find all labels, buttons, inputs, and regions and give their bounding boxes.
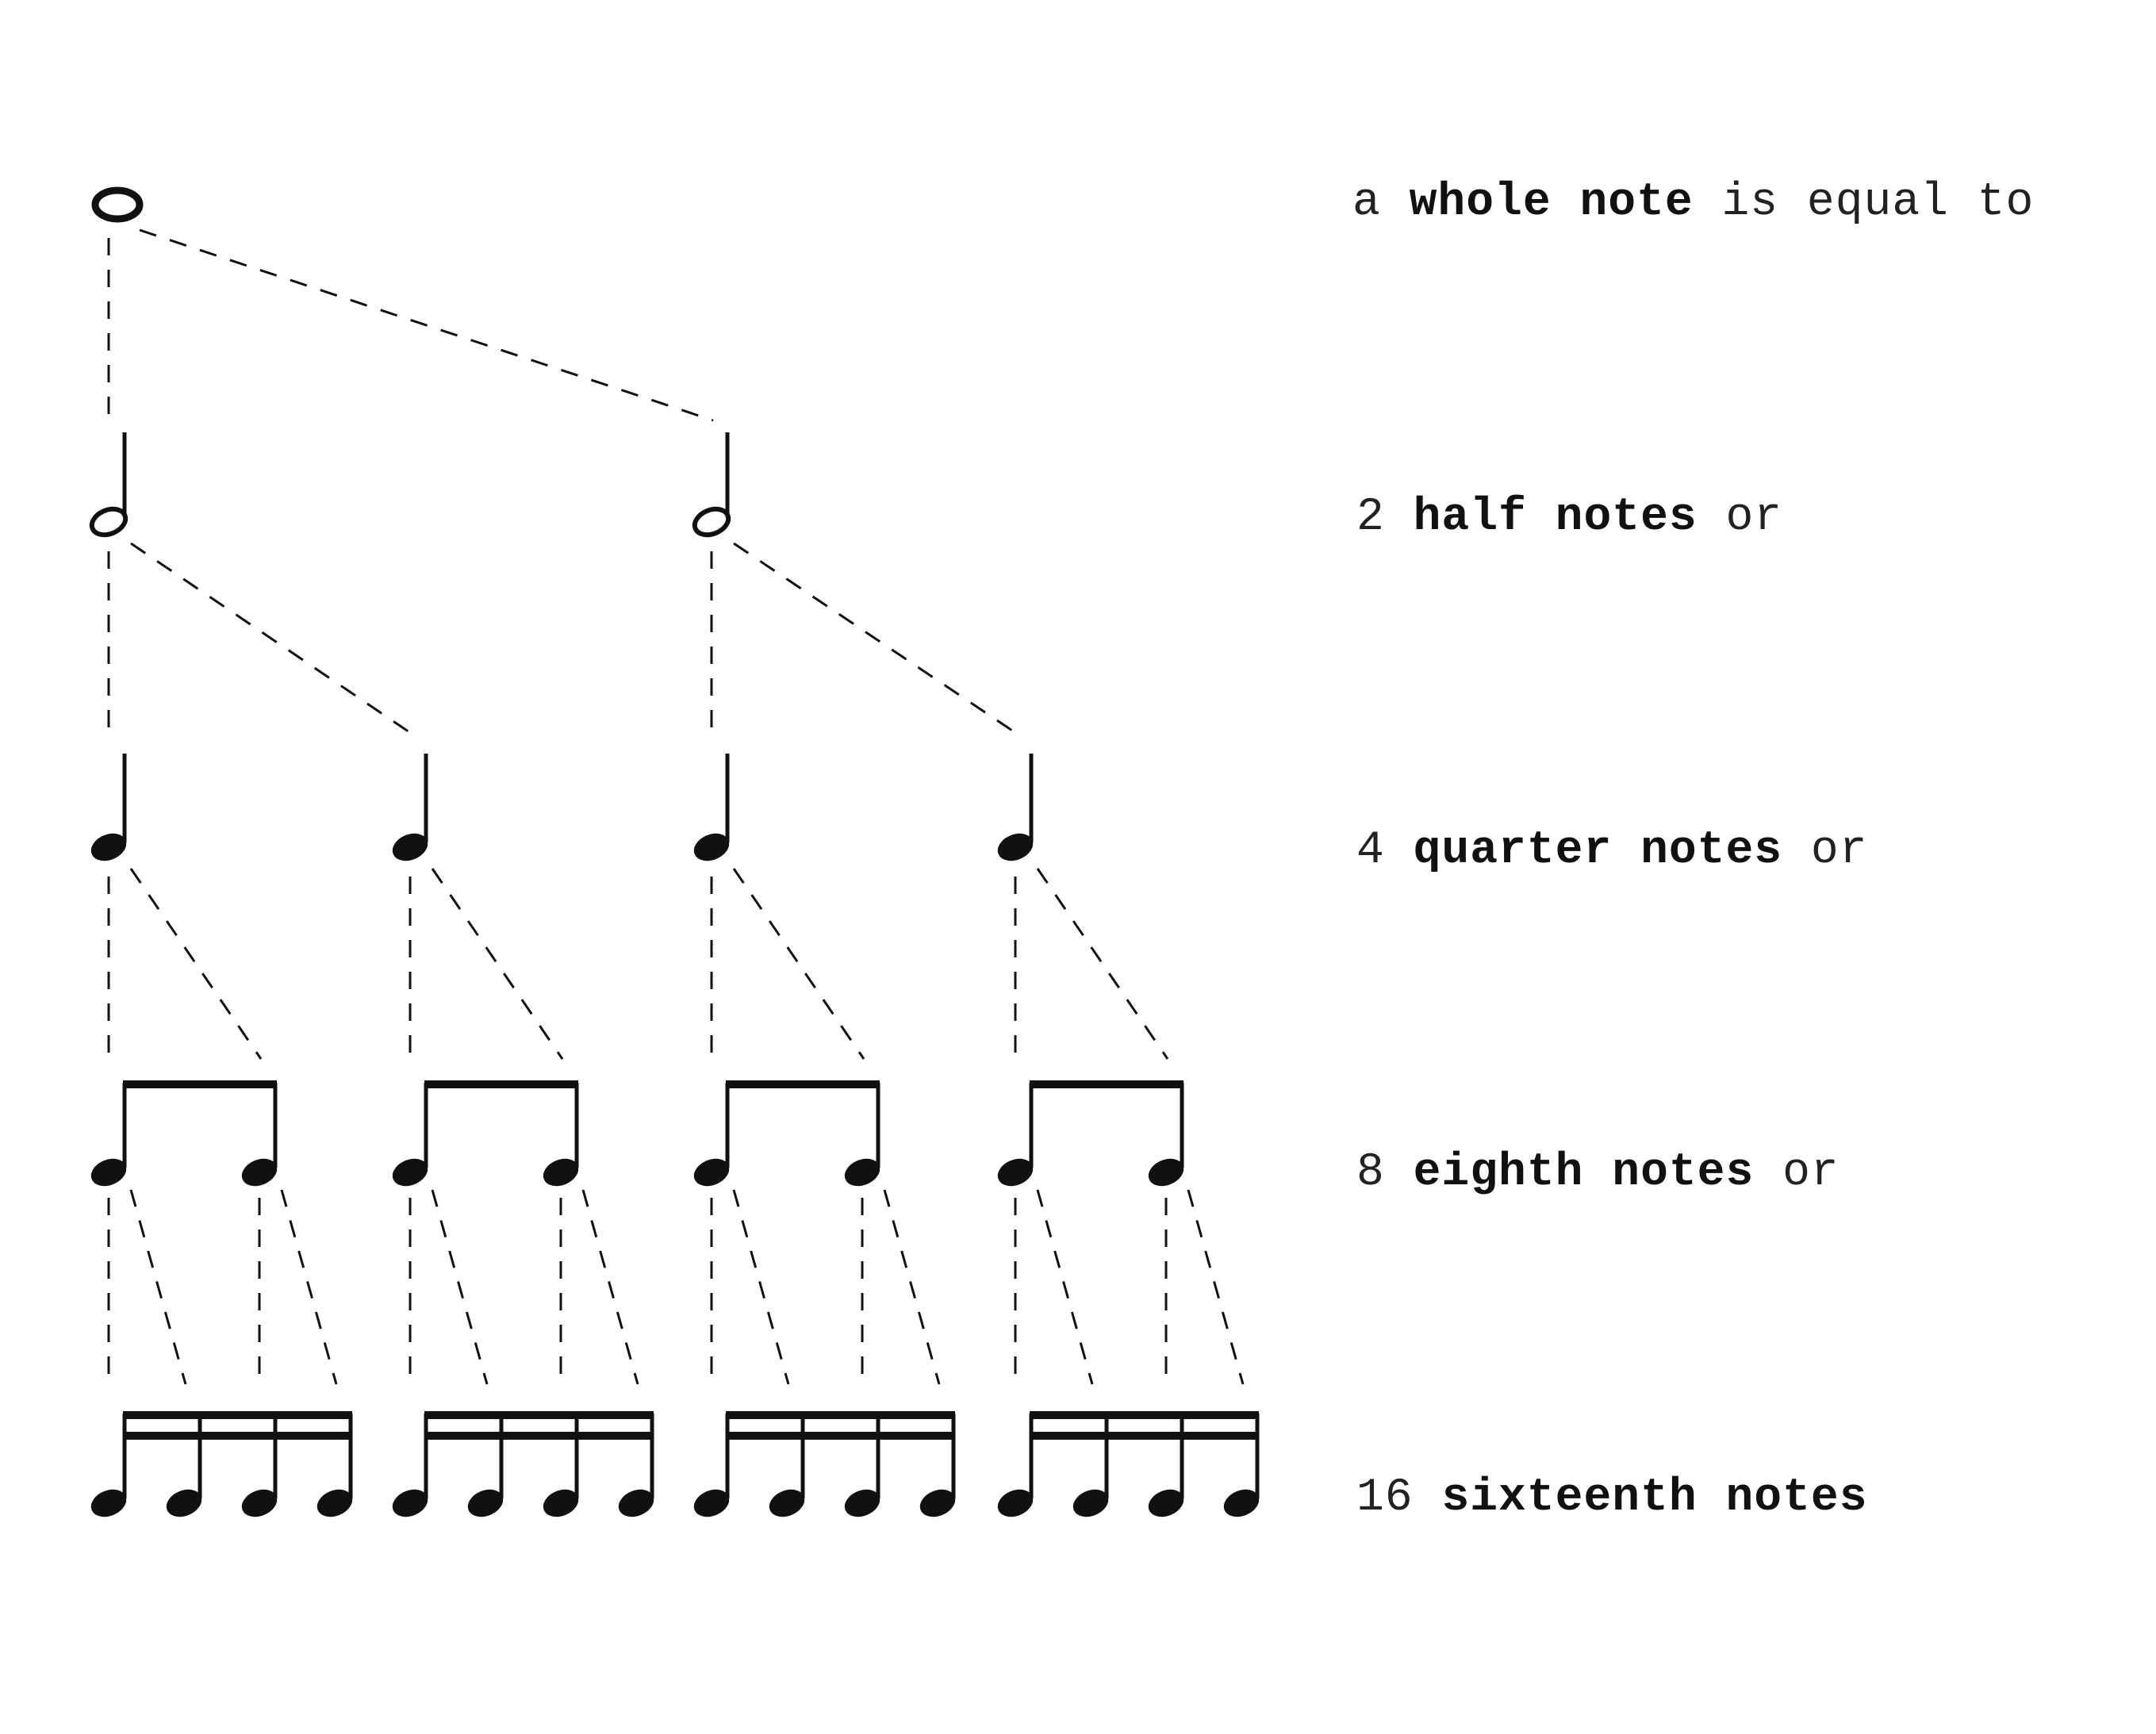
dashed-connector xyxy=(732,1189,790,1385)
note-glyphs xyxy=(89,186,1260,1517)
whole-note-icon xyxy=(91,186,144,223)
dashed-connector xyxy=(280,1189,338,1385)
eighth-beam xyxy=(424,1080,578,1088)
eighth-beam xyxy=(1030,1080,1183,1088)
label-note-name: sixteenth notes xyxy=(1441,1472,1868,1524)
sixteenth-beam xyxy=(123,1411,352,1419)
dashed-connector xyxy=(431,1189,489,1385)
dashed-connector xyxy=(883,1189,941,1385)
eighth-beam xyxy=(123,1080,277,1088)
label-suffix: is equal to xyxy=(1721,177,2035,228)
label-note-name: half notes xyxy=(1413,492,1698,543)
label-eighth-notes: 8 eighth notes or xyxy=(1356,1150,1840,1196)
sixteenth-beam xyxy=(123,1432,352,1440)
label-count: a xyxy=(1352,177,1381,228)
label-note-name: eighth notes xyxy=(1413,1147,1755,1199)
sixteenth-beam xyxy=(726,1411,955,1419)
sixteenth-beam xyxy=(726,1432,955,1440)
dashed-connector xyxy=(1036,1189,1094,1385)
dashed-connector xyxy=(139,228,714,422)
dashed-connector xyxy=(431,868,564,1060)
label-count: 2 xyxy=(1356,492,1385,543)
sixteenth-beam xyxy=(424,1411,654,1419)
dashed-connector xyxy=(129,1189,187,1385)
label-count: 16 xyxy=(1356,1472,1414,1524)
label-suffix: or xyxy=(1782,1147,1840,1199)
label-suffix: or xyxy=(1725,492,1783,543)
dashed-connector xyxy=(733,542,1018,735)
dashed-connector xyxy=(129,868,263,1060)
label-whole-note: a whole note is equal to xyxy=(1352,180,2034,226)
label-sixteenth-notes: 16 sixteenth notes xyxy=(1356,1475,1868,1521)
dashed-connectors xyxy=(107,228,1245,1385)
dashed-connector xyxy=(581,1189,639,1385)
dashed-connector xyxy=(1187,1189,1245,1385)
label-note-name: quarter notes xyxy=(1413,825,1783,877)
sixteenth-beam xyxy=(1030,1432,1259,1440)
sixteenth-beam xyxy=(1030,1411,1259,1419)
label-note-name: whole note xyxy=(1409,177,1694,228)
label-suffix: or xyxy=(1810,825,1868,877)
dashed-connector xyxy=(732,868,865,1060)
label-count: 8 xyxy=(1356,1147,1385,1199)
dashed-connector xyxy=(1036,868,1169,1060)
label-half-notes: 2 half notes or xyxy=(1356,495,1782,541)
eighth-beam xyxy=(726,1080,880,1088)
label-quarter-notes: 4 quarter notes or xyxy=(1356,828,1868,874)
sixteenth-beam xyxy=(424,1432,654,1440)
dashed-connector xyxy=(130,542,412,735)
label-count: 4 xyxy=(1356,825,1385,877)
